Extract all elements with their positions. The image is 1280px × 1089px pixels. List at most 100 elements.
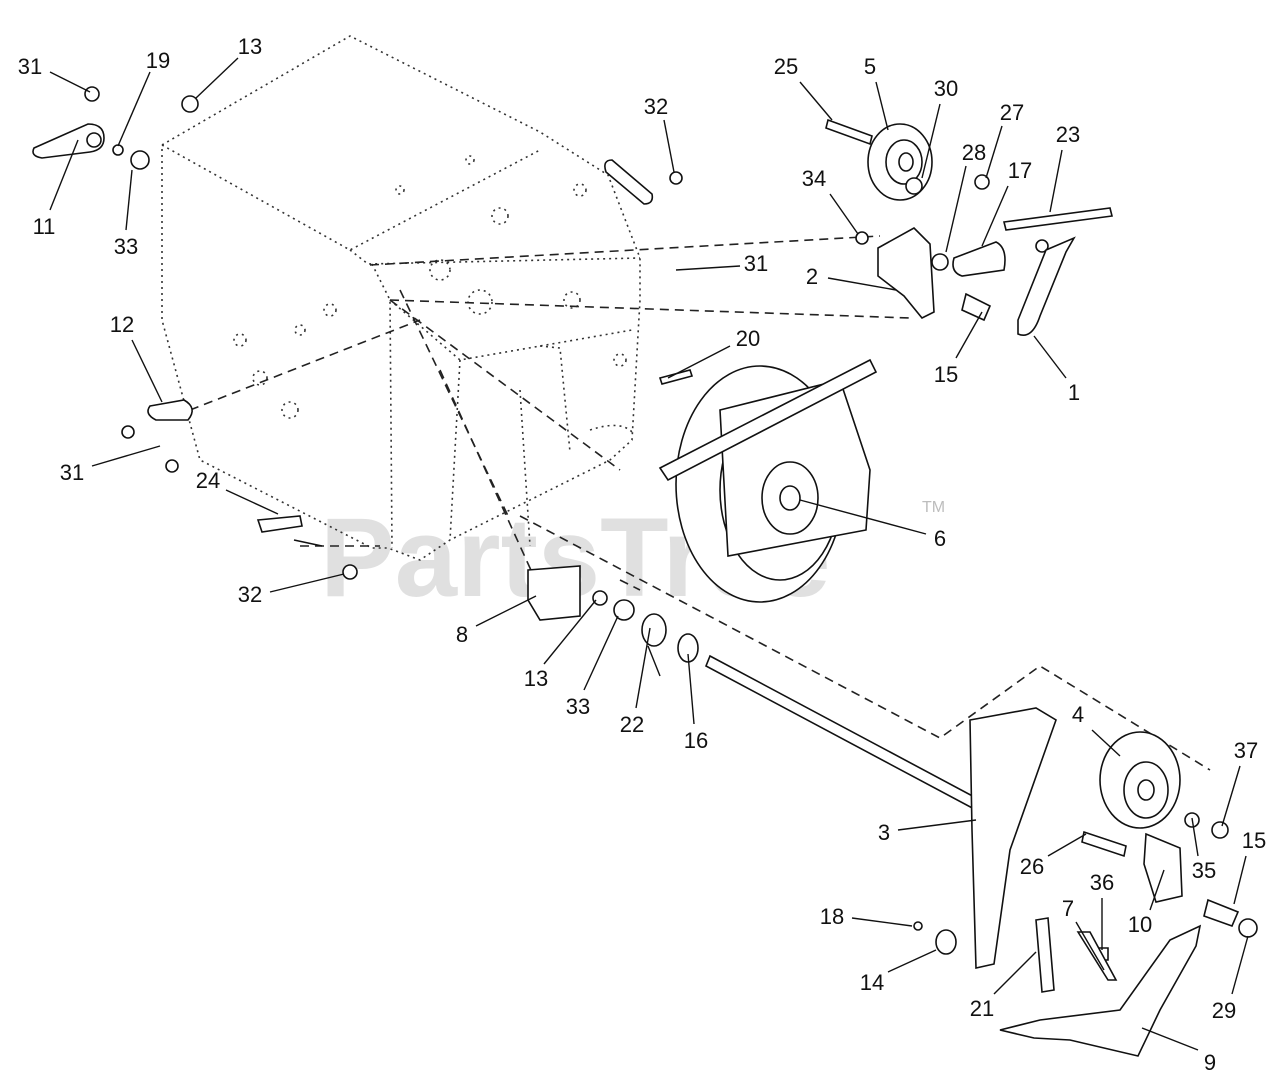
callout-c5: 5 bbox=[864, 54, 876, 79]
part-31-bolt bbox=[84, 86, 100, 102]
part-1-arm bbox=[1017, 236, 1076, 336]
part-31-bolt-lower bbox=[121, 425, 135, 439]
leader-line-c35 bbox=[1191, 817, 1199, 857]
leader-line-c32b bbox=[269, 573, 345, 593]
callout-c27: 27 bbox=[1000, 100, 1024, 125]
leader-line-c21 bbox=[993, 951, 1037, 995]
leader-line-c31c bbox=[91, 445, 161, 467]
part-4-idler-pulley bbox=[1099, 731, 1181, 829]
callout-c10: 10 bbox=[1128, 912, 1152, 937]
callout-c15b: 15 bbox=[1242, 828, 1266, 853]
part-15-spacer bbox=[961, 292, 992, 322]
callout-c29: 29 bbox=[1212, 998, 1236, 1023]
callout-c17: 17 bbox=[1008, 158, 1032, 183]
leader-line-c15b bbox=[1233, 855, 1247, 905]
leader-line-c4 bbox=[1091, 729, 1121, 757]
leader-line-c34 bbox=[829, 193, 859, 235]
part-6-drive-assembly bbox=[658, 358, 878, 603]
callout-c31a: 31 bbox=[18, 54, 42, 79]
part-24-bolt-shank bbox=[293, 539, 323, 547]
part-2-bracket bbox=[877, 227, 935, 320]
leader-line-c2 bbox=[827, 277, 897, 291]
leader-line-c7 bbox=[1075, 921, 1105, 971]
part-13-bushing bbox=[181, 95, 199, 113]
callout-c31c: 31 bbox=[60, 460, 84, 485]
part-28-washer bbox=[931, 253, 949, 271]
part-17-cam bbox=[952, 241, 1006, 277]
part-13-bushing-lower bbox=[592, 590, 608, 606]
leader-line-c3 bbox=[897, 819, 977, 831]
part-9-pedal bbox=[999, 924, 1202, 1057]
leader-line-c23 bbox=[1049, 149, 1063, 213]
callout-c16: 16 bbox=[684, 728, 708, 753]
leader-line-c31b bbox=[675, 265, 741, 271]
leader-line-c37 bbox=[1221, 765, 1241, 827]
leader-line-c26 bbox=[1047, 833, 1087, 857]
leader-line-c13b bbox=[543, 599, 597, 665]
part-37-nut bbox=[1211, 821, 1229, 839]
callout-c31b: 31 bbox=[744, 251, 768, 276]
part-8-bracket bbox=[527, 565, 581, 621]
part-31-bolt-lower-2 bbox=[165, 459, 179, 473]
callout-c15a: 15 bbox=[934, 362, 958, 387]
leader-line-c11 bbox=[49, 139, 79, 211]
part-10-bracket bbox=[1143, 832, 1183, 903]
leader-line-c31a bbox=[49, 71, 91, 93]
assembly-lines bbox=[189, 235, 1211, 771]
part-23-spring bbox=[1003, 207, 1113, 231]
part-14-bushing bbox=[935, 929, 957, 955]
callout-c19: 19 bbox=[146, 48, 170, 73]
callout-c21: 21 bbox=[970, 996, 994, 1021]
callout-c32a: 32 bbox=[644, 94, 668, 119]
callout-c35: 35 bbox=[1192, 858, 1216, 883]
leader-line-c12 bbox=[131, 339, 163, 403]
callout-c13b: 13 bbox=[524, 666, 548, 691]
frame-housing bbox=[161, 35, 641, 561]
leader-line-c1 bbox=[1033, 335, 1067, 379]
callout-c26: 26 bbox=[1020, 854, 1044, 879]
leader-line-c20 bbox=[667, 345, 731, 379]
part-21-spring bbox=[1035, 917, 1055, 993]
watermark-trademark: TM bbox=[922, 499, 945, 516]
leader-line-c22 bbox=[635, 627, 651, 709]
callout-c28: 28 bbox=[962, 140, 986, 165]
leader-line-c6 bbox=[799, 499, 927, 535]
leader-line-c18 bbox=[851, 917, 913, 927]
callout-c11: 11 bbox=[33, 214, 56, 239]
callout-c9: 9 bbox=[1204, 1050, 1216, 1075]
leader-line-c14 bbox=[887, 949, 937, 973]
leader-line-c32a bbox=[663, 119, 675, 173]
part-32-nut bbox=[342, 564, 358, 580]
callout-c4: 4 bbox=[1072, 702, 1084, 727]
part-23-spring-end bbox=[1035, 239, 1049, 253]
part-29-nut bbox=[1238, 918, 1258, 938]
callout-c25: 25 bbox=[774, 54, 798, 79]
callout-c13a: 13 bbox=[238, 34, 262, 59]
part-33-washer-lower bbox=[613, 599, 635, 621]
leader-line-c13a bbox=[195, 57, 239, 99]
part-25-bolt bbox=[825, 118, 873, 146]
leader-line-c9 bbox=[1141, 1027, 1199, 1051]
callout-c37: 37 bbox=[1234, 738, 1258, 763]
part-7-clip bbox=[1076, 931, 1118, 981]
part-19-washer bbox=[112, 144, 124, 156]
callout-c12: 12 bbox=[110, 312, 134, 337]
part-3-lever bbox=[969, 707, 1057, 969]
leader-line-c5 bbox=[875, 81, 889, 131]
callout-c33a: 33 bbox=[114, 234, 138, 259]
callout-c7: 7 bbox=[1062, 896, 1074, 921]
part-18-pin bbox=[913, 921, 923, 931]
leader-line-c25 bbox=[799, 81, 833, 121]
callout-c3: 3 bbox=[878, 820, 890, 845]
callout-c30: 30 bbox=[934, 76, 958, 101]
part-26-bolt bbox=[1081, 830, 1127, 858]
leader-line-c8 bbox=[475, 595, 537, 627]
leader-line-c19 bbox=[117, 71, 151, 147]
part-30-bushing bbox=[905, 177, 923, 195]
part-24-bolt bbox=[256, 515, 303, 533]
leader-line-c29 bbox=[1231, 935, 1249, 995]
part-12-link bbox=[147, 399, 193, 421]
callout-c2: 2 bbox=[806, 264, 818, 289]
